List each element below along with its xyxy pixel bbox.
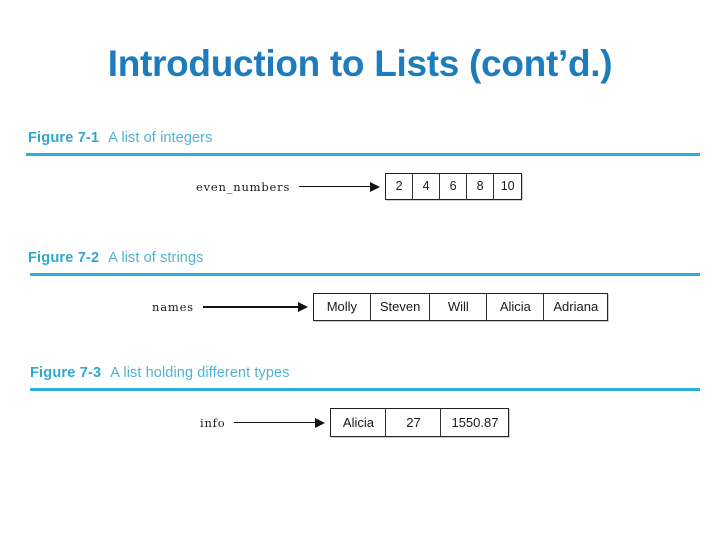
- arrow-head: [315, 417, 326, 428]
- arrow-right-icon: [202, 302, 308, 312]
- list-cell: Molly: [314, 294, 371, 320]
- figure-description-label: A list holding different types: [110, 365, 290, 381]
- figure-number-label: Figure 7-1: [28, 130, 100, 146]
- arrow-right-icon: [234, 417, 326, 428]
- figure-divider-rule: [30, 273, 700, 276]
- page-title: Introduction to Lists (cont’d.): [107, 43, 613, 84]
- arrow-head: [297, 302, 308, 312]
- arrow-head: [370, 181, 381, 192]
- figure-divider-rule: [30, 388, 700, 391]
- list-cell: 4: [413, 174, 441, 199]
- figure-number-label: Figure 7-2: [28, 250, 100, 266]
- list-diagram: info Alicia 27 1550.87: [0, 408, 720, 437]
- list-cell: 1550.87: [451, 415, 499, 430]
- list-cell: 8: [467, 174, 495, 199]
- variable-name-label: info: [200, 415, 226, 430]
- figure-description-label: A list of integers: [108, 130, 213, 146]
- variable-name-label: names: [152, 300, 194, 314]
- figure-caption: Figure 7-2 A list of strings: [0, 248, 720, 268]
- list-cell: 2: [386, 174, 414, 199]
- arrow-shaft: [299, 185, 372, 188]
- list-cells: Molly Steven Will Alicia Adriana: [312, 293, 609, 321]
- arrow-shaft: [202, 306, 299, 308]
- list-diagram: names Molly Steven Will Alicia Adriana: [0, 293, 720, 321]
- list-cells: Alicia 27 1550.87: [330, 408, 510, 437]
- list-cell: Alicia: [487, 294, 545, 320]
- arrow-shaft: [234, 421, 317, 424]
- list-cell: 10: [500, 179, 515, 193]
- variable-name-label: even_numbers: [196, 179, 291, 194]
- list-cell: 6: [440, 174, 468, 199]
- figure-block-7-2: Figure 7-2 A list of strings names Molly …: [0, 248, 720, 321]
- figure-caption: Figure 7-1 A list of integers: [0, 128, 720, 148]
- list-cell: Steven: [371, 294, 431, 320]
- figure-divider-rule: [26, 153, 700, 156]
- list-diagram: even_numbers 2 4 6 8 10: [0, 173, 720, 200]
- list-cell: 27: [386, 409, 442, 436]
- list-cell: Will: [430, 294, 488, 320]
- figure-block-7-1: Figure 7-1 A list of integers even_number…: [0, 128, 720, 200]
- figure-number-label: Figure 7-3: [30, 365, 102, 381]
- figure-description-label: A list of strings: [108, 250, 204, 266]
- list-cells: 2 4 6 8 10: [385, 173, 523, 200]
- list-cell: Adriana: [553, 299, 599, 314]
- arrow-right-icon: [299, 181, 381, 192]
- figure-block-7-3: Figure 7-3 A list holding different types…: [0, 363, 720, 437]
- list-cell: Alicia: [331, 409, 387, 436]
- figure-caption: Figure 7-3 A list holding different types: [0, 363, 720, 383]
